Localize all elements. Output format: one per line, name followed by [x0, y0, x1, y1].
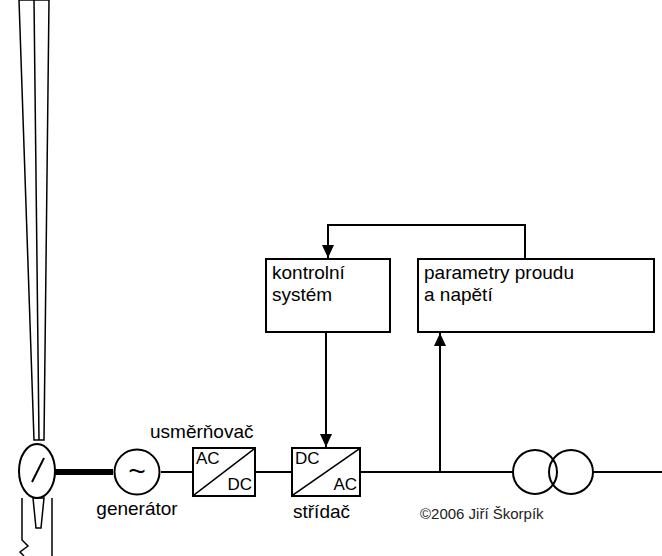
- converter-label: DC: [227, 475, 252, 495]
- connector: [320, 333, 332, 447]
- upper-blade: [19, 0, 49, 440]
- tower-line: [20, 498, 28, 556]
- copyright-note: ©2006 Jiří Škorpík: [420, 505, 544, 522]
- ac-symbol: ~: [128, 456, 146, 486]
- arrowhead: [434, 333, 446, 346]
- shaft: [52, 469, 113, 475]
- connector-line: [325, 333, 327, 447]
- arrowhead: [322, 245, 334, 258]
- inverter-box: DCACstřídač: [291, 447, 361, 497]
- connector-line: [328, 225, 525, 258]
- converter-diagonal: [293, 449, 359, 495]
- connector: [161, 472, 192, 473]
- measurement-box: parametry proudu a napětí: [417, 258, 655, 333]
- lower-blade: [33, 498, 44, 528]
- connector: [322, 225, 525, 258]
- converter-diagonal: [194, 449, 254, 495]
- component-name: střídač: [293, 501, 350, 523]
- box-label: kontrolní systém: [272, 262, 384, 306]
- rectifier-box: usměrňovačACDC: [192, 447, 256, 497]
- connector: [256, 472, 291, 473]
- transformer-symbol: [549, 450, 593, 494]
- converter-label: DC: [295, 449, 320, 469]
- component-name: generátor: [96, 498, 177, 520]
- converter-label: AC: [196, 449, 220, 469]
- blade-edge: [34, 0, 39, 440]
- arrowhead: [320, 434, 332, 447]
- connector-line: [161, 471, 192, 473]
- tower-line: [51, 498, 53, 556]
- hub-mark: [32, 458, 44, 482]
- control-box: kontrolní systém: [265, 258, 391, 333]
- power-line: [593, 471, 662, 473]
- generator-symbol: ~generátor: [113, 448, 161, 496]
- generator-circle: [115, 450, 160, 495]
- rotor-hub: [19, 444, 55, 498]
- connector-line: [361, 333, 440, 472]
- connector-line: [256, 471, 291, 473]
- box-label: parametry proudu a napětí: [424, 262, 584, 306]
- transformer-symbol: [513, 450, 557, 494]
- converter-label: AC: [333, 475, 357, 495]
- component-name: usměrňovač: [150, 421, 254, 443]
- connector: [361, 333, 446, 472]
